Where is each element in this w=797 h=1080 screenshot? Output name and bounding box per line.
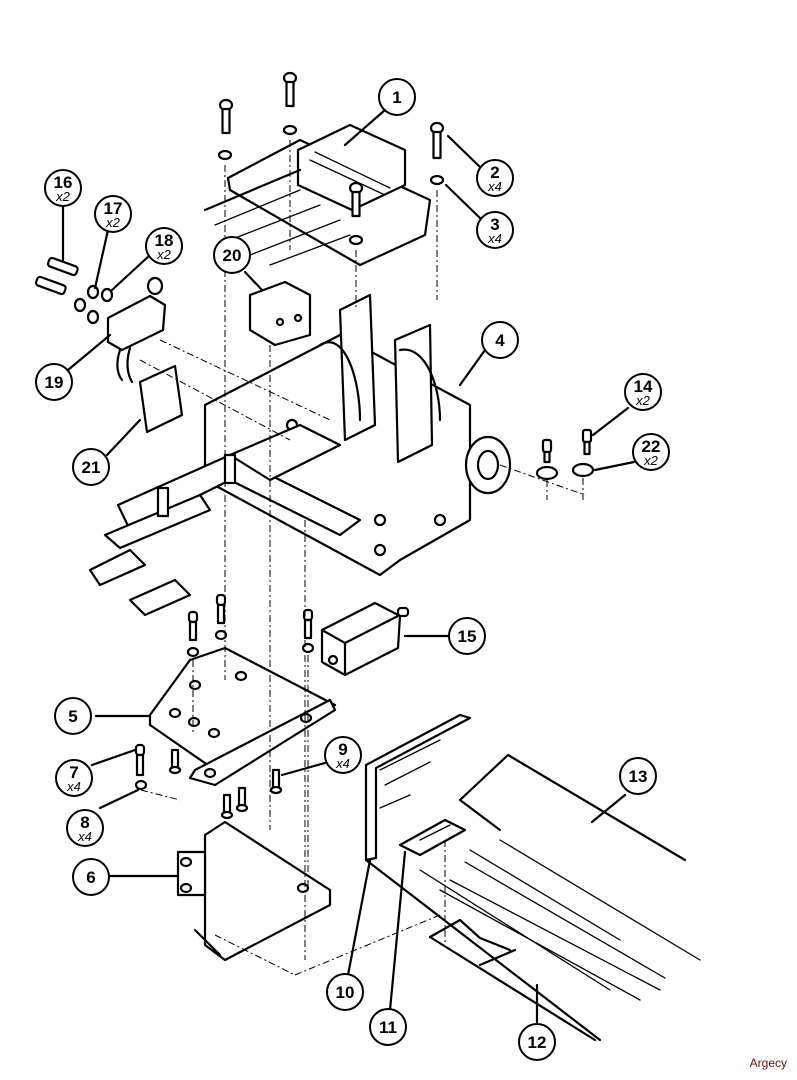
callout-number: 9 <box>338 740 347 759</box>
part-6-bracket <box>176 820 332 962</box>
part-22-washers <box>535 462 595 481</box>
callout-qty: x4 <box>77 829 92 844</box>
callout-number: 3 <box>490 215 499 234</box>
callout-8: 8x4 <box>66 809 104 847</box>
callout-number: 20 <box>223 246 242 265</box>
callout-number: 2 <box>490 163 499 182</box>
callout-qty: x4 <box>487 179 502 194</box>
callout-3: 3x4 <box>476 211 514 249</box>
callout-15: 15 <box>448 617 486 655</box>
part-5-mounting-plate <box>148 646 337 787</box>
part-4-main-frame <box>203 293 512 577</box>
callout-5: 5 <box>54 697 92 735</box>
callout-2: 2x4 <box>476 159 514 197</box>
part-13-plate <box>458 753 687 862</box>
callout-12: 12 <box>518 1023 556 1061</box>
callout-number: 5 <box>68 707 77 726</box>
callout-qty: x2 <box>55 189 71 204</box>
callout-number: 4 <box>495 331 505 350</box>
callout-qty: x2 <box>635 393 651 408</box>
callout-number: 12 <box>528 1033 547 1052</box>
callout-13: 13 <box>619 757 657 795</box>
part-12-plate <box>428 918 597 1042</box>
part-2-screws <box>218 71 445 218</box>
callout-qty: x4 <box>487 231 502 246</box>
callout-9: 9x4 <box>324 736 362 774</box>
callout-20: 20 <box>213 236 251 274</box>
callout-number: 11 <box>379 1018 397 1037</box>
leader-lines <box>61 108 636 1024</box>
callout-number: 18 <box>155 231 174 250</box>
callout-number: 13 <box>629 767 648 786</box>
media-path-lines <box>419 839 701 1001</box>
callout-number: 17 <box>104 199 123 218</box>
part-1-connector-board <box>203 123 432 267</box>
callout-number: 8 <box>80 813 89 832</box>
part-4-frame-arms <box>88 423 362 617</box>
part-19-micro-switch <box>106 276 167 384</box>
callout-number: 10 <box>336 983 355 1002</box>
part-20-bracket <box>248 280 312 347</box>
callout-7: 7x4 <box>55 759 93 797</box>
callout-number: 1 <box>392 88 401 107</box>
callout-number: 22 <box>642 437 661 456</box>
callout-qty: x2 <box>643 453 659 468</box>
callout-qty: x4 <box>335 756 350 771</box>
watermark: Argecy <box>749 1056 787 1070</box>
part-3-washers <box>217 124 445 246</box>
callout-number: 6 <box>86 868 95 887</box>
part-10-paper-guide <box>364 713 602 1042</box>
callout-21: 21 <box>72 448 110 486</box>
callout-number: 21 <box>82 458 101 477</box>
callout-19: 19 <box>35 363 73 401</box>
callout-6: 6 <box>72 858 110 896</box>
part-14-screws <box>541 428 593 464</box>
assembly-lines <box>139 140 586 976</box>
part-21-pad <box>138 364 184 434</box>
callout-qty: x2 <box>156 247 172 262</box>
callout-qty: x2 <box>105 215 121 230</box>
part-16-screws <box>34 256 79 296</box>
callout-10: 10 <box>326 973 364 1011</box>
callout-number: 14 <box>634 377 653 396</box>
part-7-screws <box>134 593 314 777</box>
part-9-screws <box>168 748 283 820</box>
callout-number: 15 <box>458 627 477 646</box>
callout-11: 11 <box>369 1008 407 1046</box>
callout-1: 1 <box>378 78 416 116</box>
part-18-washers <box>86 287 114 325</box>
part-17-washers <box>73 284 100 313</box>
callout-number: 7 <box>69 763 78 782</box>
callout-number: 16 <box>54 173 73 192</box>
part-15-solenoid <box>320 601 410 677</box>
part-11-paper-guide <box>398 818 467 857</box>
callout-number: 19 <box>45 373 64 392</box>
callout-qty: x4 <box>66 779 81 794</box>
callout-4: 4 <box>481 321 519 359</box>
